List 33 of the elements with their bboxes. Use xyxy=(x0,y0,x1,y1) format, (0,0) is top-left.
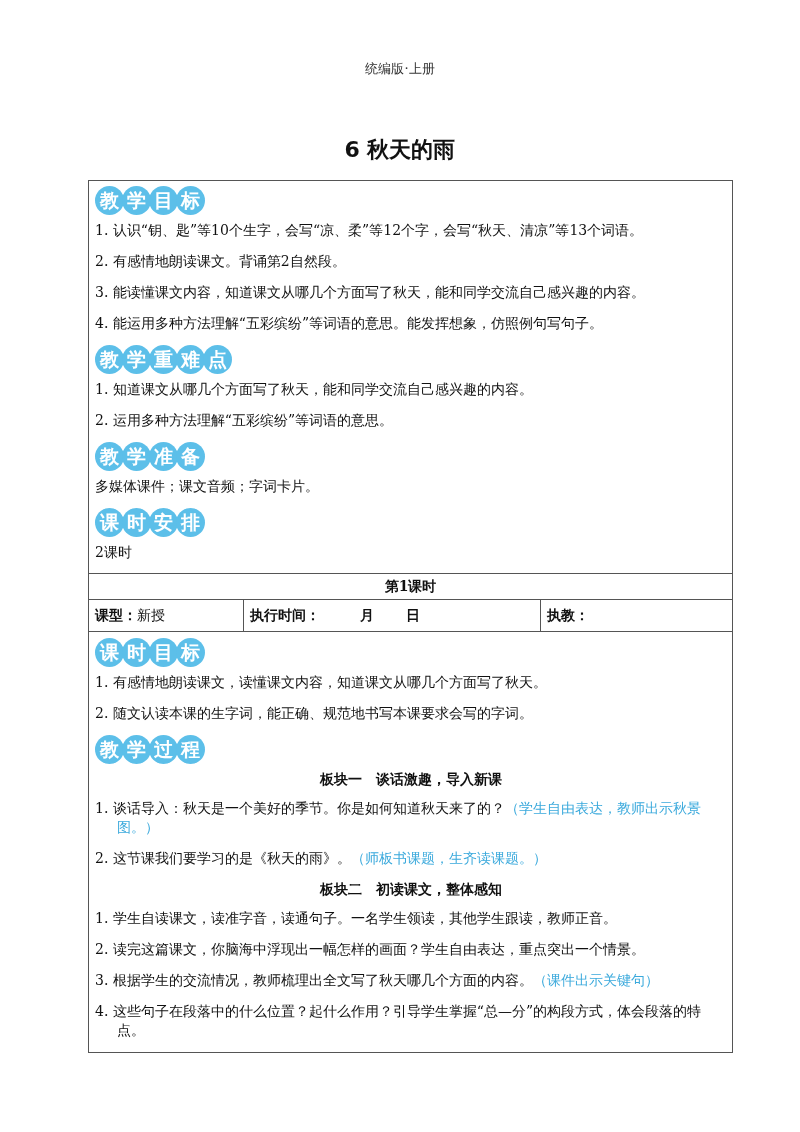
section-heading: 教学准备 xyxy=(95,442,203,471)
paragraph: 2. 这节课我们要学习的是《秋天的雨》。（师板书课题，生齐读课题。） xyxy=(95,849,548,868)
field-value: 月 xyxy=(360,606,374,625)
field-value: 新授 xyxy=(137,606,165,625)
block-heading: 板块一 谈话激趣，导入新课 xyxy=(318,770,503,789)
lesson-title: 6 秋天的雨 xyxy=(343,136,457,164)
field-label: 课型： xyxy=(95,606,137,625)
field-label: 执行时间： xyxy=(250,606,320,625)
paragraph: 3. 根据学生的交流情况，教师梳理出全文写了秋天哪几个方面的内容。（课件出示关键句） xyxy=(95,971,660,990)
paragraph: 1. 学生自读课文，读准字音，读通句子。一名学生领读，其他学生跟读，教师正音。 xyxy=(95,909,618,928)
field-label: 执教： xyxy=(547,606,589,625)
section-heading: 教学目标 xyxy=(95,186,203,215)
paragraph: 3. 能读懂课文内容，知道课文从哪几个方面写了秋天，能和同学交流自己感兴趣的内容。 xyxy=(95,283,646,302)
section-heading: 课时安排 xyxy=(95,508,203,537)
paragraph: 2. 有感情地朗读课文。背诵第2自然段。 xyxy=(95,252,347,271)
paragraph: 4. 能运用多种方法理解“五彩缤纷”等词语的意思。能发挥想象，仿照例句写句子。 xyxy=(95,314,605,333)
paragraph: 2课时 xyxy=(95,543,133,562)
paragraph: 1. 谈话导入：秋天是一个美好的季节。你是如何知道秋天来了的？（学生自由表达，教师出示秋景图。） xyxy=(95,799,702,837)
paragraph: 1. 知道课文从哪几个方面写了秋天，能和同学交流自己感兴趣的内容。 xyxy=(95,380,534,399)
section-heading: 教学过程 xyxy=(95,735,203,764)
field-value: 日 xyxy=(406,606,420,625)
paragraph: 2. 随文认读本课的生字词，能正确、规范地书写本课要求会写的字词。 xyxy=(95,704,534,723)
block-heading: 板块二 初读课文，整体感知 xyxy=(318,880,503,899)
section-heading: 教学重难点 xyxy=(95,345,230,374)
paragraph: 1. 有感情地朗读课文，读懂课文内容，知道课文从哪几个方面写了秋天。 xyxy=(95,673,548,692)
page-header: 统编版·上册 xyxy=(364,60,436,78)
section-heading: 课时目标 xyxy=(95,638,203,667)
table-cell-text: 第1课时 xyxy=(384,577,437,596)
paragraph: 2. 运用多种方法理解“五彩缤纷”等词语的意思。 xyxy=(95,411,395,430)
paragraph: 多媒体课件；课文音频；字词卡片。 xyxy=(95,477,320,496)
paragraph: 2. 读完这篇课文，你脑海中浮现出一幅怎样的画面？学生自由表达，重点突出一个情景。 xyxy=(95,940,646,959)
paragraph: 1. 认识“钥、匙”等10个生字，会写“凉、柔”等12个字，会写“秋天、清凉”等13个词语。 xyxy=(95,221,645,240)
paragraph: 4. 这些句子在段落中的什么位置？起什么作用？引导学生掌握“总—分”的构段方式，体会段落的特点。 xyxy=(95,1002,703,1040)
